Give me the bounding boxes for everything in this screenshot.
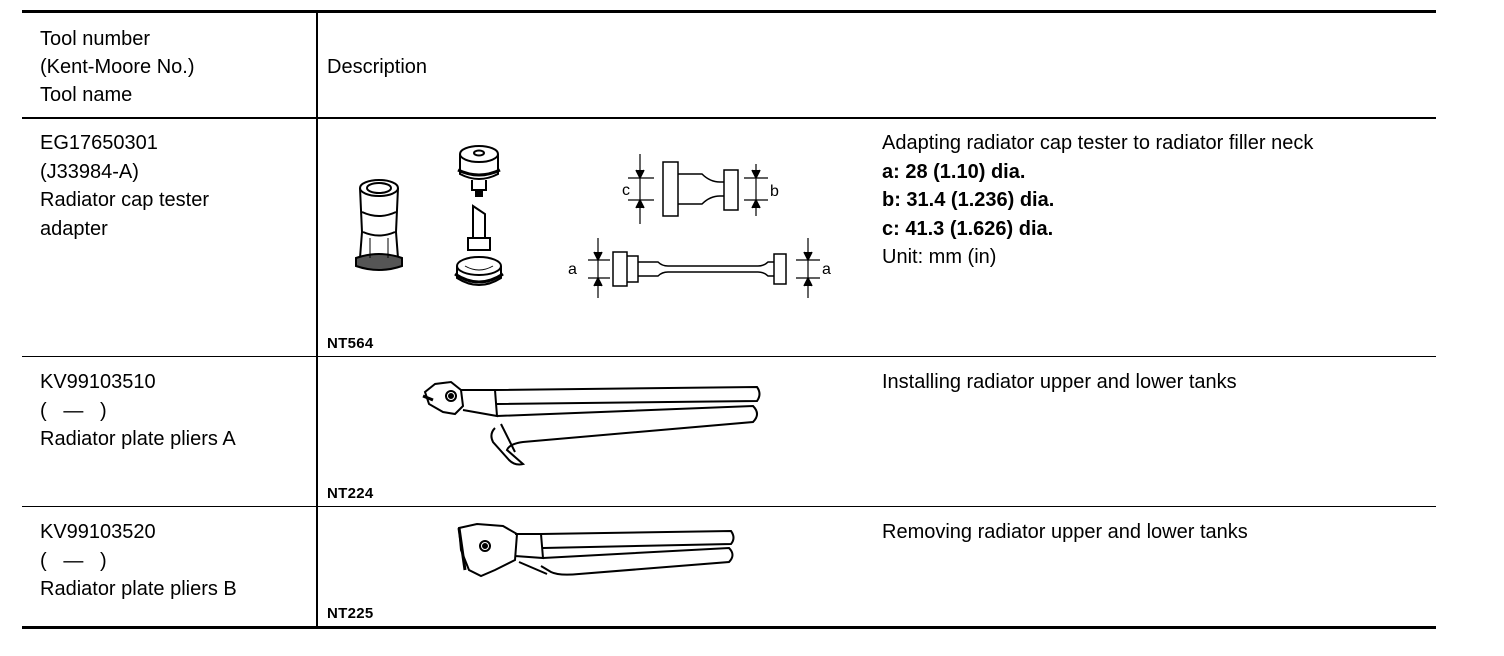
figure-code: NT225 bbox=[327, 605, 374, 622]
kent-moore-number: (J33984-A) bbox=[40, 161, 139, 183]
header-bottom-border bbox=[22, 117, 1436, 119]
dimension-spec-b: b: 31.4 (1.236) dia. bbox=[882, 189, 1055, 211]
description-line: Adapting radiator cap tester to radiator… bbox=[882, 132, 1314, 154]
dimension-spec-c: c: 41.3 (1.626) dia. bbox=[882, 218, 1054, 240]
dimension-label-c: c bbox=[622, 182, 630, 199]
header-tool-name: Tool name bbox=[40, 84, 133, 106]
column-divider bbox=[316, 12, 318, 628]
dimension-label-a-left: a bbox=[568, 261, 577, 278]
dimension-spec-a: a: 28 (1.10) dia. bbox=[882, 161, 1026, 183]
unit-note: Unit: mm (in) bbox=[882, 246, 997, 268]
figure-code: NT564 bbox=[327, 335, 374, 352]
header-kent-moore: (Kent-Moore No.) bbox=[40, 56, 195, 78]
description-line: Removing radiator upper and lower tanks bbox=[882, 521, 1248, 543]
cap-assembly-figure bbox=[455, 146, 503, 285]
adapter-illustration: c b a a bbox=[340, 140, 831, 340]
tool-name: Radiator cap tester bbox=[40, 189, 209, 211]
adapter-body-figure bbox=[356, 180, 402, 270]
table-top-border bbox=[22, 10, 1436, 13]
tool-name: Radiator plate pliers A bbox=[40, 428, 236, 450]
description-line: Installing radiator upper and lower tank… bbox=[882, 371, 1237, 393]
header-description: Description bbox=[327, 56, 428, 78]
header-tool-number: Tool number bbox=[40, 28, 151, 50]
tool-number: KV99103520 bbox=[40, 521, 156, 543]
dimension-label-a-right: a bbox=[822, 261, 831, 278]
dimension-diagram-bc bbox=[628, 154, 768, 224]
tool-number: KV99103510 bbox=[40, 371, 156, 393]
table-bottom-border bbox=[22, 626, 1436, 629]
dimension-diagram-a bbox=[588, 238, 820, 298]
figure-code: NT224 bbox=[327, 485, 374, 502]
row-divider-2 bbox=[22, 506, 1436, 507]
tool-number: EG17650301 bbox=[40, 132, 158, 154]
tool-name: adapter bbox=[40, 218, 108, 240]
tool-name: Radiator plate pliers B bbox=[40, 578, 237, 600]
row-divider-1 bbox=[22, 356, 1436, 357]
kent-moore-number: ( — ) bbox=[40, 400, 107, 422]
kent-moore-number: ( — ) bbox=[40, 550, 107, 572]
pliers-b-illustration bbox=[455, 520, 755, 590]
dimension-label-b: b bbox=[770, 183, 779, 200]
pliers-a-illustration bbox=[415, 370, 775, 470]
